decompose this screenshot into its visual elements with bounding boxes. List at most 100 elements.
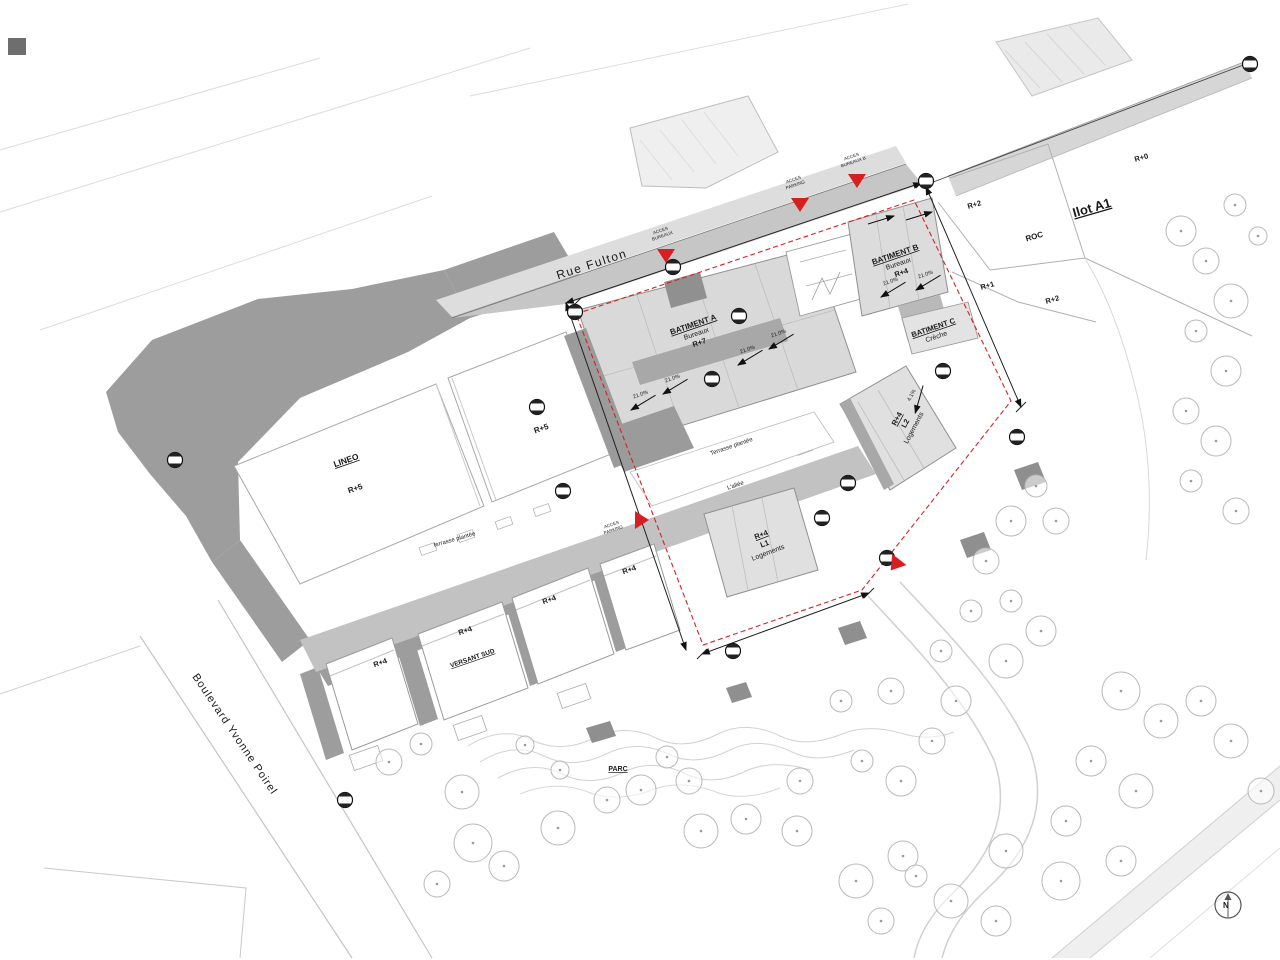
- tree: [829, 689, 853, 713]
- level-marker: [664, 258, 682, 276]
- tree: [423, 870, 451, 898]
- access-bureaux-west: ACCESBUREAUX: [649, 225, 675, 263]
- north-letter: N: [1223, 901, 1229, 910]
- tree: [999, 589, 1023, 613]
- tree: [375, 748, 403, 776]
- tree: [1192, 247, 1220, 275]
- batiment-l2-footprint: [839, 365, 957, 491]
- level-marker: [730, 307, 748, 325]
- access-bureaux-west-label-line-0: ACCES: [652, 226, 668, 236]
- access-parking-south: ACCESPARKING: [601, 511, 649, 536]
- tree: [1210, 355, 1242, 387]
- slope-a-1: 21.0%: [632, 390, 649, 401]
- tree: [1179, 469, 1203, 493]
- slope-b-1-arrow: [880, 281, 906, 298]
- flow-arrow: [867, 215, 896, 225]
- park-path-edge: [867, 595, 1002, 959]
- tree: [1213, 723, 1249, 759]
- boulevard-edge-2: [217, 599, 433, 959]
- slope-b-2: 21.0%: [917, 270, 934, 281]
- boulevard-edge-1: [139, 635, 353, 959]
- tree: [786, 767, 814, 795]
- access-parking-south-label: ACCESPARKING: [601, 519, 624, 536]
- background-context: [0, 3, 1280, 959]
- northeast-road-band: [948, 62, 1252, 196]
- tree: [453, 823, 493, 863]
- label-terrasse-plantee-2: terrasse plantée: [433, 531, 477, 549]
- tree: [1050, 805, 1082, 837]
- tree: [488, 850, 520, 882]
- tree: [730, 803, 762, 835]
- contour-line: [497, 764, 811, 782]
- tree: [988, 833, 1024, 869]
- label-ilot-a1: Ilot A1: [1071, 195, 1113, 220]
- access-bureaux-west-label: ACCESBUREAUX: [649, 225, 673, 242]
- slope-a-3: 21.0%: [739, 345, 756, 356]
- label-allee: L'allée: [727, 480, 746, 491]
- label-r2-south: R+2: [1044, 293, 1060, 306]
- street-boulevard-yvonne-poirel: Boulevard Yvonne Poirel: [189, 672, 279, 797]
- tree: [683, 813, 719, 849]
- slope-a-4-arrow: [768, 333, 794, 350]
- tree: [995, 505, 1027, 537]
- level-marker: [839, 474, 857, 492]
- label-r0: R+0: [1133, 151, 1149, 164]
- tree: [1143, 703, 1179, 739]
- slope-l2-arrow: [914, 385, 924, 415]
- tree: [867, 907, 895, 935]
- tree: [1165, 215, 1197, 247]
- tree: [877, 677, 905, 705]
- slope-b-1: 21.0%: [882, 277, 899, 288]
- tree: [1184, 319, 1208, 343]
- level-marker: [1008, 428, 1026, 446]
- tree: [1041, 861, 1081, 901]
- level-marker: [566, 303, 584, 321]
- level-markers: [166, 55, 1259, 809]
- north-symbol: N: [1214, 891, 1242, 919]
- level-marker: [917, 172, 935, 190]
- slope-a-2: 21.0%: [664, 374, 681, 385]
- flow-arrow: [905, 211, 934, 221]
- tree: [1024, 474, 1048, 498]
- access-parking-south-triangle: [635, 511, 649, 529]
- tree: [540, 810, 576, 846]
- tree: [1172, 397, 1200, 425]
- access-parking-south-label-line-0: ACCES: [603, 520, 619, 530]
- level-marker: [934, 362, 952, 380]
- label-batiment-a-line-2: R+7: [691, 336, 707, 349]
- slope-a-2-arrow: [662, 378, 688, 395]
- tree: [1118, 773, 1154, 809]
- trees: [375, 193, 1275, 937]
- tree: [655, 745, 679, 769]
- tree: [625, 774, 657, 806]
- flow-arrows: [867, 211, 934, 225]
- north-building: [629, 95, 779, 189]
- tree: [887, 840, 919, 872]
- tree: [1200, 425, 1232, 457]
- slope-a-3-arrow: [737, 349, 763, 366]
- tree: [1105, 845, 1137, 877]
- access-parking-north-label-line-0: ACCES: [785, 175, 801, 185]
- tree: [444, 774, 480, 810]
- tree: [781, 815, 813, 847]
- tree: [1247, 777, 1275, 805]
- label-r2-north: R+2: [966, 198, 982, 211]
- level-marker: [336, 791, 354, 809]
- tree: [933, 883, 969, 919]
- batiment-l1-footprint: [703, 487, 819, 598]
- slope-a-4: 21.0%: [770, 329, 787, 340]
- tree: [959, 599, 983, 623]
- slope-l2: 4.1%: [907, 388, 918, 402]
- tree: [904, 864, 928, 888]
- label-r1: R+1: [979, 279, 995, 292]
- tree: [918, 727, 946, 755]
- tree: [515, 735, 535, 755]
- tree: [972, 547, 1000, 575]
- tree: [1213, 283, 1249, 319]
- access-bureaux-west-triangle: [657, 249, 675, 263]
- level-marker: [554, 482, 572, 500]
- tree: [1101, 671, 1141, 711]
- tree: [1042, 507, 1070, 535]
